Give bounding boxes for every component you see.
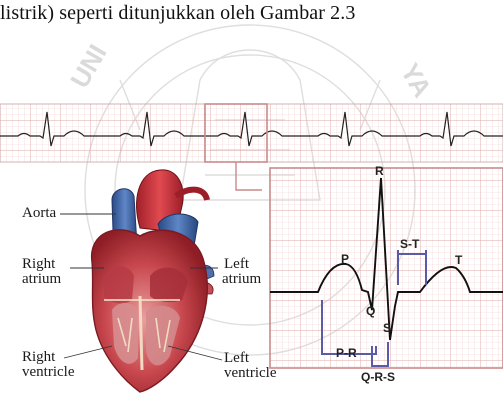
label-left-atrium-line1: Left xyxy=(224,256,249,272)
ecg-label-t: T xyxy=(455,253,462,267)
ecg-label-q: Q xyxy=(366,304,375,318)
ecg-label-st: S-T xyxy=(400,237,419,251)
label-right-ventricle-line2: ventricle xyxy=(22,364,74,380)
label-right-atrium-line1: Right xyxy=(22,256,55,272)
ecg-zoom-connector xyxy=(236,162,262,190)
label-right-ventricle-line1: Right xyxy=(22,349,55,365)
label-aorta: Aorta xyxy=(22,205,56,221)
ecg-label-qrs: Q-R-S xyxy=(361,370,395,384)
heart-anatomy-illustration xyxy=(92,170,214,392)
label-left-atrium-line2: atrium xyxy=(222,271,261,287)
ecg-label-pr: P-R xyxy=(336,346,357,360)
label-right-atrium-line2: atrium xyxy=(22,271,61,287)
ecg-label-p: P xyxy=(341,252,349,266)
label-left-ventricle-line2: ventricle xyxy=(224,365,276,381)
ecg-zoomed-panel xyxy=(270,168,503,368)
ecg-label-r: R xyxy=(375,164,384,178)
label-left-ventricle-line1: Left xyxy=(224,350,249,366)
ecg-label-s: S xyxy=(383,321,391,335)
